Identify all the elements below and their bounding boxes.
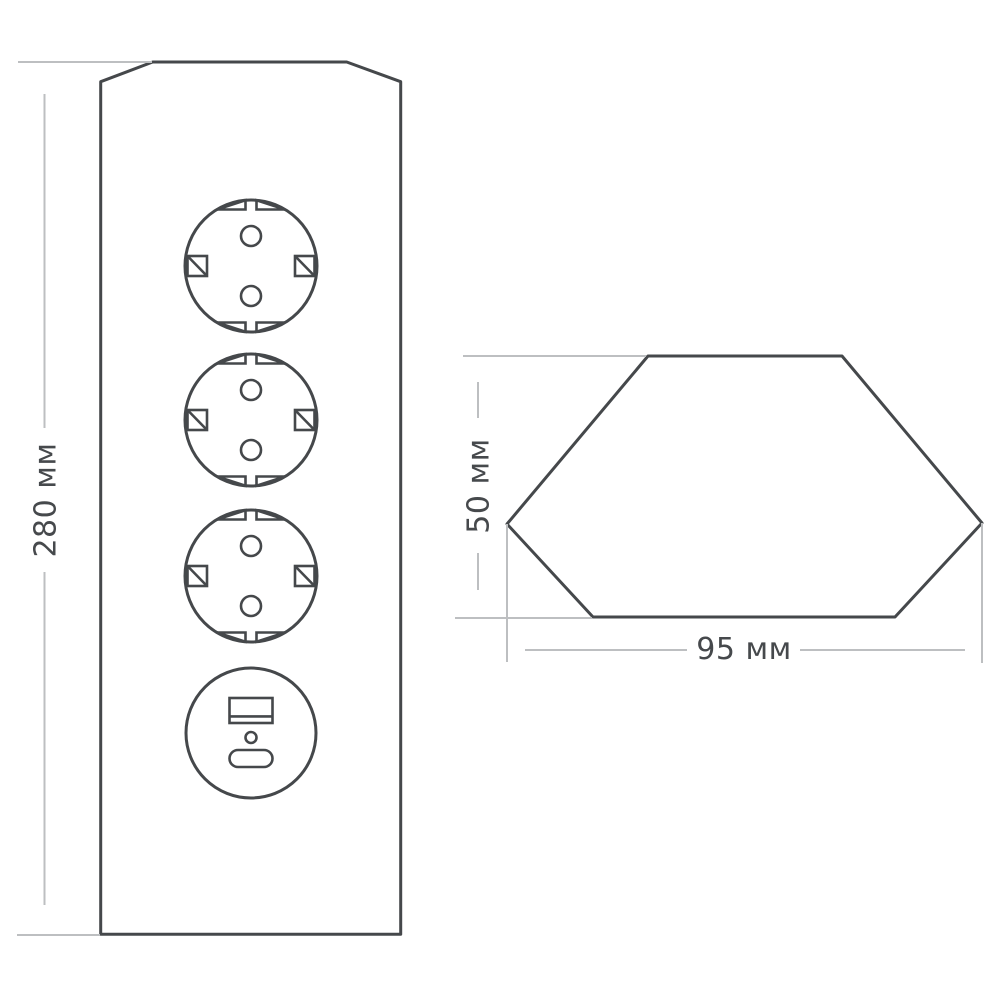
dimension-label-height: 280 мм xyxy=(29,442,64,557)
schuko-socket-3 xyxy=(183,508,319,644)
dimension-label-profile-height: 50 мм xyxy=(462,438,497,533)
dimension-height-50: 50 мм xyxy=(455,355,646,619)
dimension-label-profile-width: 95 мм xyxy=(696,632,791,667)
usb-module xyxy=(184,666,318,800)
usb-a-port-icon xyxy=(228,696,274,725)
side-profile-outline xyxy=(505,354,984,619)
schuko-socket-1 xyxy=(183,198,319,334)
dimension-height-280: 280 мм xyxy=(17,61,152,936)
front-view xyxy=(99,60,403,936)
usb-indicator-dot-icon xyxy=(244,730,258,745)
usb-c-port-icon xyxy=(228,748,274,769)
side-profile-view xyxy=(505,354,984,619)
schuko-socket-2 xyxy=(183,352,319,488)
front-view-outline xyxy=(99,60,403,936)
dimension-width-95: 95 мм xyxy=(506,523,983,667)
